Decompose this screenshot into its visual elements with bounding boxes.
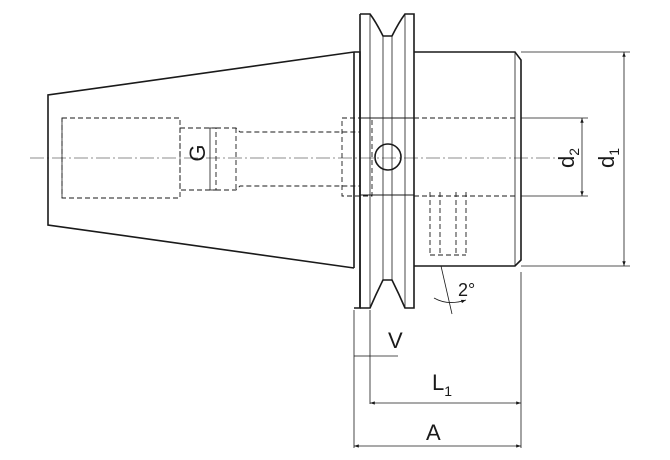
dimension-A: A	[354, 420, 521, 448]
label-d2: d2	[554, 148, 582, 168]
orientation-hole	[374, 143, 402, 171]
body	[414, 51, 522, 267]
dimension-d2: d2	[521, 117, 588, 197]
label-L1: L1	[432, 370, 452, 399]
dimension-L1: L1	[370, 272, 522, 448]
dimension-angle: 2°	[433, 265, 475, 315]
label-V: V	[388, 328, 403, 353]
label-d1: d1	[594, 148, 622, 168]
side-bore	[429, 192, 467, 256]
dimension-G: G	[185, 127, 218, 191]
flange	[354, 13, 415, 309]
dimension-V: V	[353, 310, 403, 448]
label-angle: 2°	[458, 280, 475, 300]
label-G: G	[185, 144, 210, 161]
dimension-d1: d1	[521, 51, 630, 267]
label-A: A	[426, 420, 441, 445]
internal-bore	[61, 117, 515, 199]
